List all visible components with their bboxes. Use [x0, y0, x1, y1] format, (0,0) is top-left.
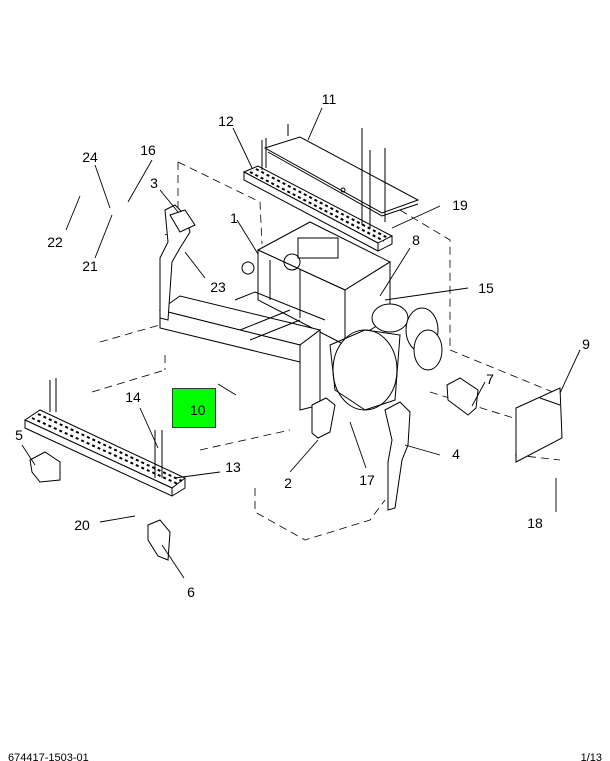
leader-lines	[21, 107, 581, 579]
callout-23: 23	[210, 279, 226, 295]
part-15-canister	[329, 303, 443, 411]
callout-17: 17	[359, 472, 375, 488]
callout-6: 6	[187, 584, 195, 600]
callout-14: 14	[125, 389, 141, 405]
callout-22: 22	[47, 234, 63, 250]
page-number: 1/13	[580, 752, 602, 761]
callout-9: 9	[582, 336, 590, 352]
callout-21: 21	[82, 258, 98, 274]
callout-7: 7	[486, 371, 494, 387]
callout-8: 8	[412, 232, 420, 248]
callout-1: 1	[230, 210, 238, 226]
part-12-top-step	[242, 124, 394, 252]
part-11-cover-plate	[263, 136, 420, 217]
part-3-left-bracket	[159, 204, 196, 321]
callout-24: 24	[82, 149, 98, 165]
part-7-bracket	[446, 377, 479, 416]
callout-2: 2	[284, 475, 292, 491]
highlighted-part-10[interactable]	[172, 388, 216, 428]
callout-20: 20	[74, 517, 90, 533]
callout-5: 5	[15, 427, 23, 443]
part-9-side-plate	[515, 387, 563, 463]
part-6-bracket	[147, 519, 171, 561]
part-4-right-bracket	[384, 401, 411, 511]
callout-18: 18	[527, 515, 543, 531]
callout-16: 16	[140, 142, 156, 158]
callout-19: 19	[452, 197, 468, 213]
part-13-lower-step	[23, 378, 186, 497]
callout-15: 15	[478, 280, 494, 296]
part-10-front-panel	[158, 291, 326, 411]
drawing-number: 674417-1503-01	[8, 752, 89, 761]
callout-12: 12	[218, 113, 234, 129]
callout-3: 3	[150, 175, 158, 191]
callout-13: 13	[225, 459, 241, 475]
part-2-bracket	[311, 397, 336, 439]
callout-10[interactable]: 10	[190, 402, 206, 418]
callout-11: 11	[321, 91, 337, 107]
callout-4: 4	[452, 446, 460, 462]
part-5-bracket	[29, 451, 61, 483]
